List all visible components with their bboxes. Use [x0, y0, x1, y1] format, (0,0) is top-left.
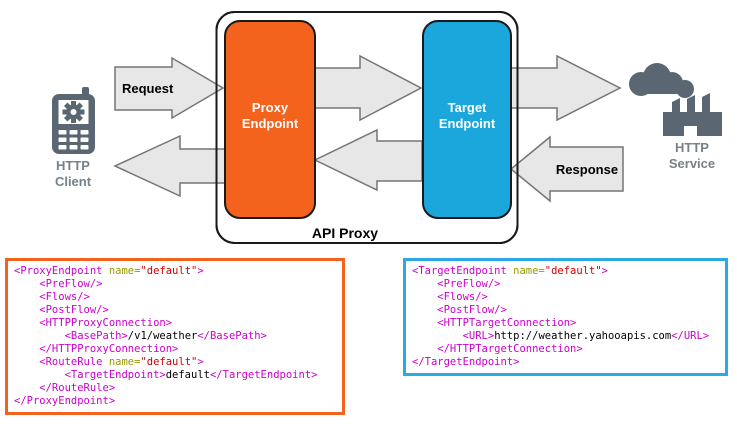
mobile-phone-gear-icon [52, 87, 95, 154]
code-line: <ProxyEndpoint name="default"> [14, 265, 204, 277]
proxy-endpoint-label-line1: Proxy [252, 100, 289, 115]
code-line: </ProxyEndpoint> [14, 395, 116, 407]
code-line: <Flows/> [14, 291, 90, 303]
http-service-label-line2: Service [669, 156, 715, 171]
code-line: <PostFlow/> [14, 304, 109, 316]
response-label: Response [556, 162, 618, 177]
phone-keypad [58, 130, 89, 150]
target-endpoint-label-line2: Endpoint [439, 116, 496, 131]
code-line: <PostFlow/> [412, 304, 507, 316]
code-line: </TargetEndpoint> [412, 356, 520, 368]
code-line: <PreFlow/> [14, 278, 103, 290]
api-proxy-label: API Proxy [312, 225, 378, 241]
target-to-service-arrow [510, 54, 622, 122]
response-arrow [509, 135, 624, 203]
request-label: Request [122, 81, 174, 96]
response-to-client-arrow [113, 134, 227, 198]
http-client-label-line1: HTTP [56, 158, 90, 173]
code-line: </HTTPProxyConnection> [14, 343, 179, 355]
code-line: <HTTPProxyConnection> [14, 317, 173, 329]
flow-arrows [113, 54, 624, 203]
code-line: </HTTPTargetConnection> [412, 343, 583, 355]
proxy-to-target-arrow [313, 54, 423, 122]
target-endpoint-box [422, 20, 512, 219]
target-endpoint-code-block: <TargetEndpoint name="default"> <PreFlow… [403, 258, 728, 376]
api-proxy-container-border [215, 11, 519, 244]
proxy-endpoint-box [224, 20, 316, 219]
target-endpoint-label-line1: Target [448, 100, 487, 115]
code-line: <TargetEndpoint name="default"> [412, 265, 608, 277]
code-line: <BasePath>/v1/weather</BasePath> [14, 330, 267, 342]
http-service-label-line1: HTTP [675, 140, 709, 155]
proxy-endpoint-code-block: <ProxyEndpoint name="default"> <PreFlow/… [5, 258, 345, 415]
code-line: <RouteRule name="default"> [14, 356, 204, 368]
code-line: <Flows/> [412, 291, 488, 303]
code-line: <URL>http://weather.yahooapis.com</URL> [412, 330, 710, 342]
target-to-proxy-arrow [313, 128, 423, 192]
request-arrow [114, 56, 225, 120]
api-proxy-flow-diagram: Request Response Proxy Endpoint Target E… [52, 11, 722, 244]
code-line: </RouteRule> [14, 382, 116, 394]
http-client-label-line2: Client [55, 174, 92, 189]
code-line: <PreFlow/> [412, 278, 501, 290]
code-line: <TargetEndpoint>default</TargetEndpoint> [14, 369, 318, 381]
code-line: <HTTPTargetConnection> [412, 317, 577, 329]
factory-smoke-cloud-icon [629, 63, 722, 136]
proxy-endpoint-label-line2: Endpoint [242, 116, 299, 131]
